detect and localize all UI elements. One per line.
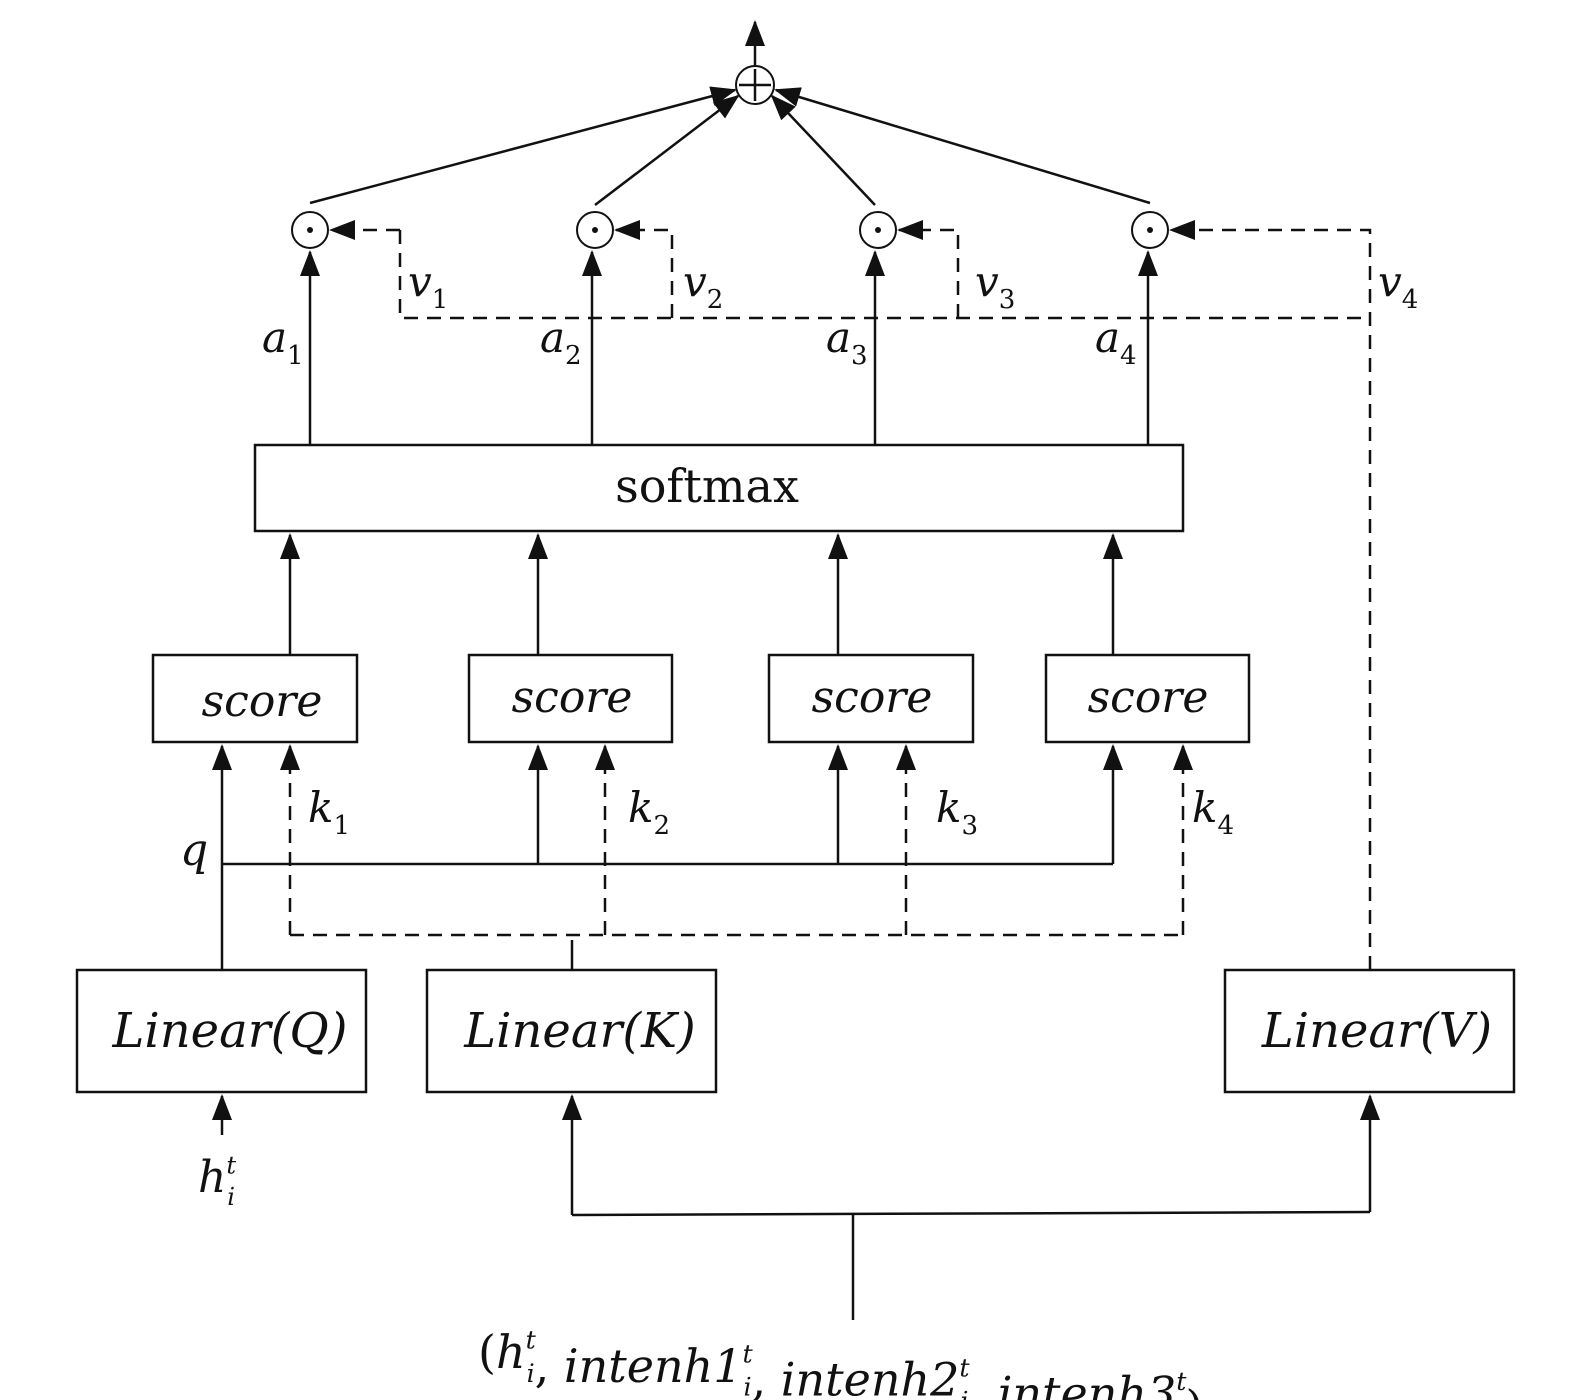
key-label-4-subscript: 4 xyxy=(1217,811,1234,841)
weight-label-1: a1 xyxy=(262,313,304,371)
superscript: t xyxy=(526,1326,537,1355)
separator: , xyxy=(535,1339,564,1393)
separator: , xyxy=(752,1353,781,1400)
weight-label-3-subscript: 3 xyxy=(851,341,868,371)
weight-label-1-subscript: 1 xyxy=(287,341,304,371)
product-operator-4 xyxy=(1131,211,1169,249)
value-label-1-symbol: v xyxy=(408,257,432,306)
weight-label-4-subscript: 4 xyxy=(1120,341,1137,371)
key-label-2-symbol: k xyxy=(628,783,653,832)
sum-operator xyxy=(735,65,775,105)
score-label-4: score xyxy=(1088,672,1209,723)
superscript: t xyxy=(742,1339,753,1368)
symbol: intenh2 xyxy=(781,1353,960,1400)
separator: , xyxy=(968,1366,997,1400)
softmax-box xyxy=(253,443,1185,533)
key-label-1-subscript: 1 xyxy=(333,811,350,841)
product-operator-2 xyxy=(576,211,614,249)
value-label-1: v1 xyxy=(408,257,448,315)
linear-v-label: Linear(V) xyxy=(1261,1003,1492,1059)
key-label-3: k3 xyxy=(936,783,978,841)
product1-to-sum xyxy=(309,86,737,205)
linear-q-box xyxy=(75,968,368,1094)
weight-label-3-symbol: a xyxy=(826,313,851,362)
value-bus xyxy=(398,230,1370,320)
score-box-1 xyxy=(151,653,359,744)
symbol: h xyxy=(496,1325,526,1379)
value-label-4: v4 xyxy=(1378,257,1418,315)
v2-arrow xyxy=(614,220,674,318)
value-label-1-subscript: 1 xyxy=(432,285,449,315)
value-label-4-symbol: v xyxy=(1378,257,1402,306)
product3-to-sum xyxy=(770,94,876,206)
open-paren: ( xyxy=(478,1325,496,1379)
subscript: i xyxy=(743,1373,751,1400)
weight-label-4: a4 xyxy=(1095,313,1137,371)
weight-label-2-subscript: 2 xyxy=(565,341,582,371)
superscript: t xyxy=(959,1353,970,1382)
subscript: i xyxy=(527,1359,535,1388)
key-label-4-symbol: k xyxy=(1192,783,1217,832)
value-label-4-subscript: 4 xyxy=(1402,285,1419,315)
close-paren: ) xyxy=(1185,1380,1203,1400)
product-operator-3 xyxy=(859,211,897,249)
product-operator-1 xyxy=(291,211,329,249)
value-label-3-symbol: v xyxy=(975,257,999,306)
score-label-3: score xyxy=(812,672,933,723)
softmax-label: softmax xyxy=(615,459,799,513)
key-label-4: k4 xyxy=(1192,783,1234,841)
score-label-1: score xyxy=(202,676,323,727)
linear-q-label: Linear(Q) xyxy=(112,1003,348,1059)
score-label-2: score xyxy=(512,672,633,723)
linear-k-box xyxy=(425,968,718,1094)
score-box-2 xyxy=(467,653,674,744)
value-label-2-symbol: v xyxy=(683,257,707,306)
value-label-2-subscript: 2 xyxy=(707,285,724,315)
weight-label-1-symbol: a xyxy=(262,313,287,362)
symbol: intenh1 xyxy=(564,1339,743,1393)
superscript: t xyxy=(226,1152,236,1180)
score-box-3 xyxy=(767,653,975,744)
query-label: q xyxy=(180,825,208,876)
v3-arrow xyxy=(897,220,960,318)
product4-to-sum xyxy=(774,87,1151,205)
value-label-3: v3 xyxy=(975,257,1015,315)
key-label-1-symbol: k xyxy=(308,783,333,832)
key-label-1: k1 xyxy=(308,783,350,841)
v4-arrow xyxy=(1169,220,1372,970)
superscript: t xyxy=(1176,1367,1187,1396)
key-label-3-symbol: k xyxy=(936,783,961,832)
subscript: i xyxy=(960,1386,968,1400)
key-label-2-subscript: 2 xyxy=(653,811,670,841)
weight-label-2: a2 xyxy=(540,313,582,371)
weight-label-3: a3 xyxy=(826,313,868,371)
tuple-input-bus xyxy=(571,1210,1371,1217)
value-label-3-subscript: 3 xyxy=(999,285,1016,315)
subscript: i xyxy=(227,1183,235,1211)
score-box-4 xyxy=(1044,653,1251,744)
product2-to-sum xyxy=(594,94,740,206)
value-label-2: v2 xyxy=(683,257,723,315)
key-label-2: k2 xyxy=(628,783,670,841)
weight-label-2-symbol: a xyxy=(540,313,565,362)
weight-label-4-symbol: a xyxy=(1095,313,1120,362)
key-label-3-subscript: 3 xyxy=(961,811,978,841)
linear-k-label: Linear(K) xyxy=(463,1003,695,1059)
linear-v-box xyxy=(1223,968,1516,1094)
symbol: intenh3 xyxy=(998,1366,1177,1400)
symbol: h xyxy=(198,1152,226,1203)
